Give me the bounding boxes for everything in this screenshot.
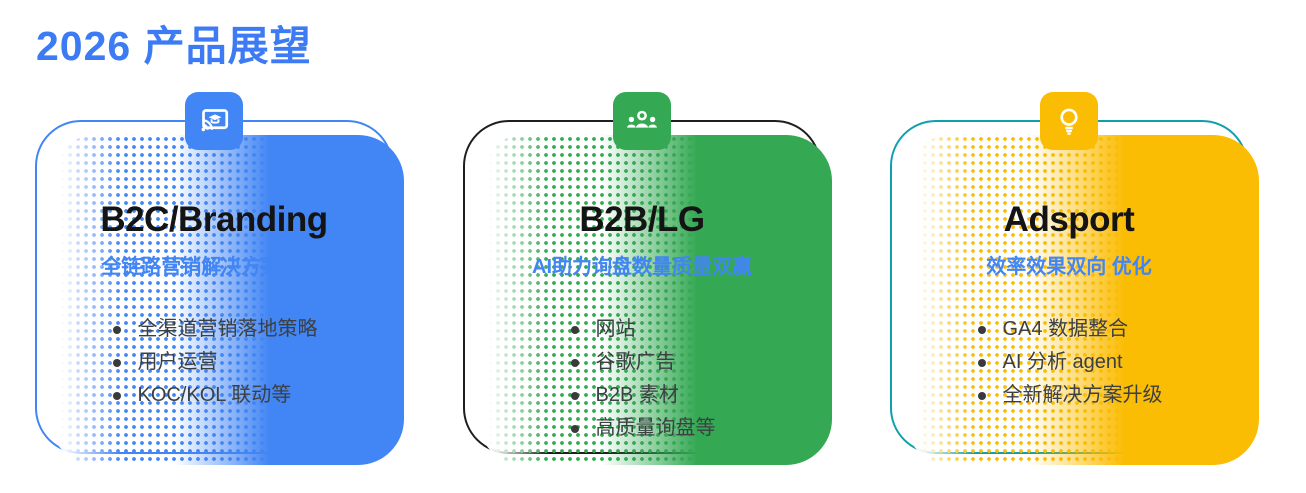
card-title: Adsport [1003,200,1135,239]
list-item: 全新解决方案升级 [976,379,1163,412]
card-shadow-blue [50,135,404,465]
card-shadow-yellow [905,135,1259,465]
list-item: 网站 [569,313,716,346]
card-subtitle: 效率效果双向 优化 [986,256,1152,279]
list-item: 用户运营 [111,346,318,379]
lightbulb-icon [1040,92,1098,150]
list-item: 全渠道营销落地策略 [111,313,318,346]
list-item: 高质量询盘等 [569,412,716,445]
card-bullet-list: GA4 数据整合 AI 分析 agent 全新解决方案升级 [976,313,1163,412]
card-b2b-lg: B2B/LG AI助力询盘数量质量双赢 网站 谷歌广告 B2B 素材 高质量询盘… [463,92,832,465]
card-b2c-branding: B2C/Branding 全链路营销解决方案 闭环 全渠道营销落地策略 用户运营… [35,92,404,465]
card-bullet-list: 网站 谷歌广告 B2B 素材 高质量询盘等 [569,313,716,445]
page-title: 2026 产品展望 [36,23,312,69]
list-item: KOC/KOL 联动等 [111,379,318,412]
list-item: 谷歌广告 [569,346,716,379]
card-bullet-list: 全渠道营销落地策略 用户运营 KOC/KOL 联动等 [111,313,318,412]
list-item: GA4 数据整合 [976,313,1163,346]
groups-icon [613,92,671,150]
card-subtitle: 全链路营销解决方案 闭环 [101,256,327,279]
card-subtitle: AI助力询盘数量质量双赢 [532,256,752,279]
list-item: AI 分析 agent [976,346,1163,379]
card-title: B2C/Branding [100,200,328,239]
cast-education-icon [185,92,243,150]
card-shadow-green [478,135,832,465]
card-adsport: Adsport 效率效果双向 优化 GA4 数据整合 AI 分析 agent 全… [890,92,1259,465]
card-title: B2B/LG [579,200,705,239]
list-item: B2B 素材 [569,379,716,412]
